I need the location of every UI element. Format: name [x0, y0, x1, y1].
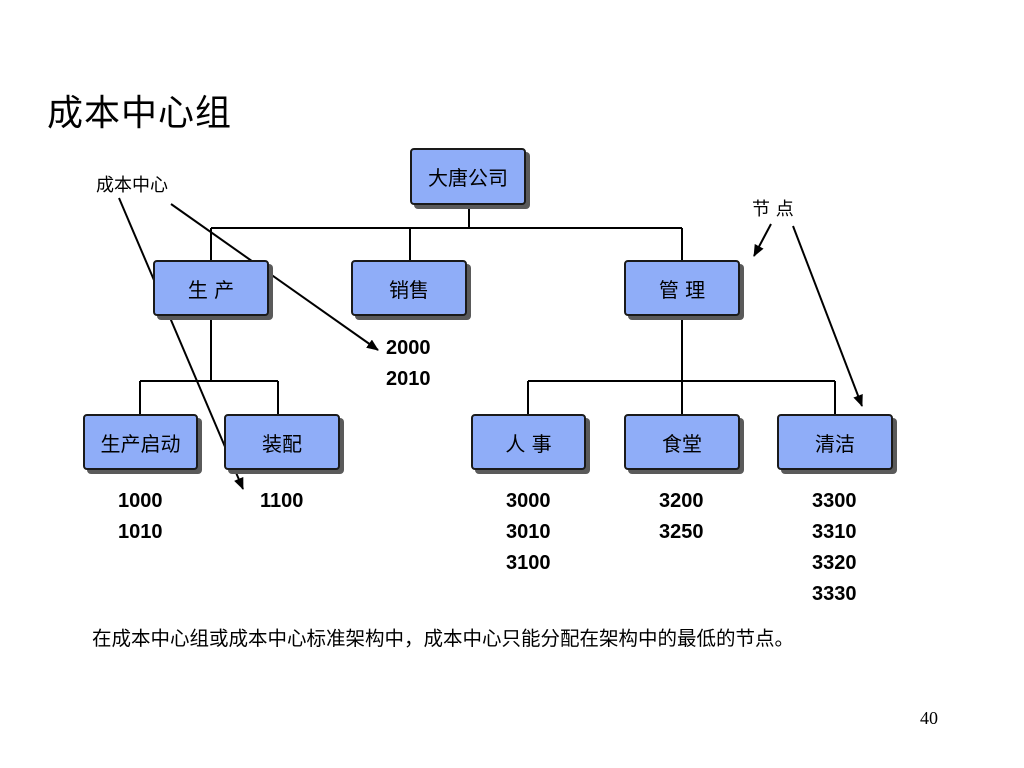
- codes-sales: 2000 2010: [386, 333, 431, 395]
- node-cleaning: 清洁: [777, 414, 893, 470]
- node-root: 大唐公司: [410, 148, 526, 205]
- arrow-cost-center-to-2000: [170, 203, 379, 351]
- code-item: 3200: [659, 490, 704, 512]
- arrow-node-to-cleaning: [792, 225, 863, 407]
- code-item: 2010: [386, 368, 431, 390]
- callout-node: 节 点: [752, 199, 794, 220]
- node-hr: 人 事: [471, 414, 586, 470]
- code-item: 1100: [260, 490, 304, 512]
- footnote-text: 在成本中心组或成本中心标准架构中，成本中心只能分配在架构中的最低的节点。: [92, 627, 795, 650]
- code-item: 3320: [812, 552, 857, 574]
- arrow-node-to-management: [753, 223, 772, 257]
- codes-assembly: 1100: [260, 486, 303, 517]
- code-item: 3000: [506, 490, 551, 512]
- codes-cleaning: 3300 3310 3320 3330: [812, 486, 857, 610]
- code-item: 3010: [506, 521, 551, 543]
- callout-cost-center: 成本中心: [96, 175, 168, 196]
- code-item: 3300: [812, 490, 857, 512]
- codes-production-startup: 1000 1010: [118, 486, 163, 548]
- code-item: 3310: [812, 521, 857, 543]
- codes-canteen: 3200 3250: [659, 486, 704, 548]
- node-production-startup: 生产启动: [83, 414, 198, 470]
- code-item: 3250: [659, 521, 704, 543]
- code-item: 2000: [386, 337, 431, 359]
- page-number: 40: [920, 708, 938, 728]
- hierarchy-connectors: [139, 205, 836, 414]
- callout-arrows: [118, 197, 863, 490]
- code-item: 3100: [506, 552, 551, 574]
- node-management: 管 理: [624, 260, 740, 316]
- node-sales: 销售: [351, 260, 467, 316]
- code-item: 3330: [812, 583, 857, 605]
- node-production: 生 产: [153, 260, 269, 316]
- node-assembly: 装配: [224, 414, 340, 470]
- arrow-cost-center-to-1100: [118, 197, 244, 490]
- code-item: 1010: [118, 521, 163, 543]
- node-canteen: 食堂: [624, 414, 740, 470]
- slide-title: 成本中心组: [47, 93, 233, 134]
- code-item: 1000: [118, 490, 163, 512]
- codes-hr: 3000 3010 3100: [506, 486, 551, 579]
